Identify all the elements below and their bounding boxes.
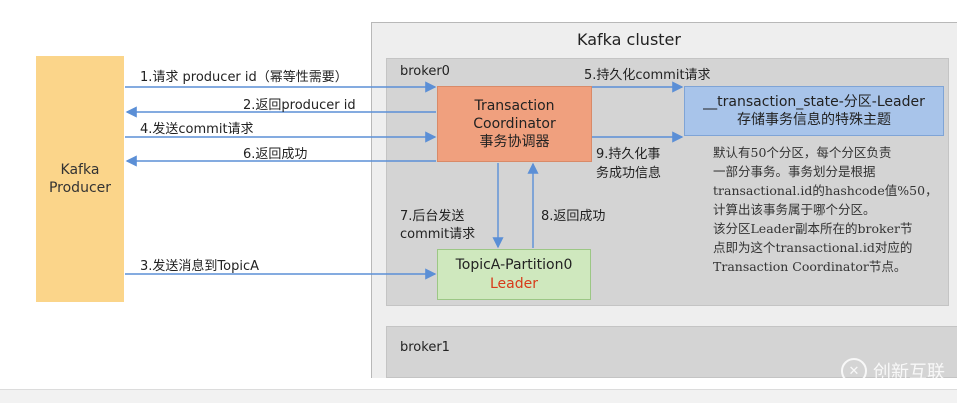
topic-partition-name: TopicA-Partition0 — [455, 256, 573, 273]
producer-label-line1: Kafka — [60, 162, 100, 178]
transaction-state-box: __transaction_state-分区-Leader 存储事务信息的特殊主… — [684, 86, 944, 136]
broker1-label: broker1 — [400, 340, 450, 355]
topic-partition-box: TopicA-Partition0 Leader — [437, 249, 591, 300]
note-line: 计算出该事务属于哪个分区。 — [713, 202, 876, 217]
step5-label: 5.持久化commit请求 — [584, 68, 711, 83]
kafka-producer-box: Kafka Producer — [36, 56, 124, 302]
note-line: 一部分事务。事务划分是根据 — [713, 164, 876, 179]
watermark-logo: ✕ 创新互联 — [841, 358, 945, 384]
topic-partition-role: Leader — [489, 275, 538, 292]
step7-label-line2: commit请求 — [400, 227, 476, 242]
note-line: 默认有50个分区，每个分区负责 — [713, 145, 892, 160]
step2-label: 2.返回producer id — [243, 98, 356, 113]
step1-label: 1.请求 producer id（幂等性需要） — [140, 70, 348, 85]
step7-label-line1: 7.后台发送 — [400, 209, 465, 224]
note-line: Transaction Coordinator节点。 — [713, 259, 907, 274]
step9-label-line2: 务成功信息 — [596, 166, 662, 181]
coordinator-line2: Coordinator — [473, 116, 556, 132]
note-line: transactional.id的hashcode值%50， — [713, 183, 938, 198]
transaction-state-line1: __transaction_state-分区-Leader — [703, 94, 925, 110]
watermark-text: 创新互联 — [873, 362, 945, 383]
step8-label: 8.返回成功 — [541, 209, 606, 224]
bottom-divider — [0, 389, 957, 403]
step9-label-line1: 9.持久化事 — [596, 147, 661, 162]
coordinator-line3: 事务协调器 — [479, 134, 550, 150]
transaction-state-line2: 存储事务信息的特殊主题 — [737, 112, 891, 128]
coordinator-line1: Transaction — [474, 98, 555, 114]
note-line: 该分区Leader副本所在的broker节 — [713, 221, 913, 236]
producer-label-line2: Producer — [48, 180, 112, 196]
logo-icon: ✕ — [841, 358, 867, 384]
step4-label: 4.发送commit请求 — [140, 122, 254, 137]
transaction-coordinator-box: Transaction Coordinator 事务协调器 — [437, 86, 592, 162]
note-line: 点即为这个transactional.id对应的 — [713, 240, 913, 255]
broker0-label: broker0 — [400, 64, 450, 79]
cluster-title: Kafka cluster — [577, 30, 681, 49]
partition-explanation-note: 默认有50个分区，每个分区负责 一部分事务。事务划分是根据 transactio… — [713, 143, 945, 276]
step3-label: 3.发送消息到TopicA — [140, 259, 259, 274]
step6-label: 6.返回成功 — [243, 147, 308, 162]
